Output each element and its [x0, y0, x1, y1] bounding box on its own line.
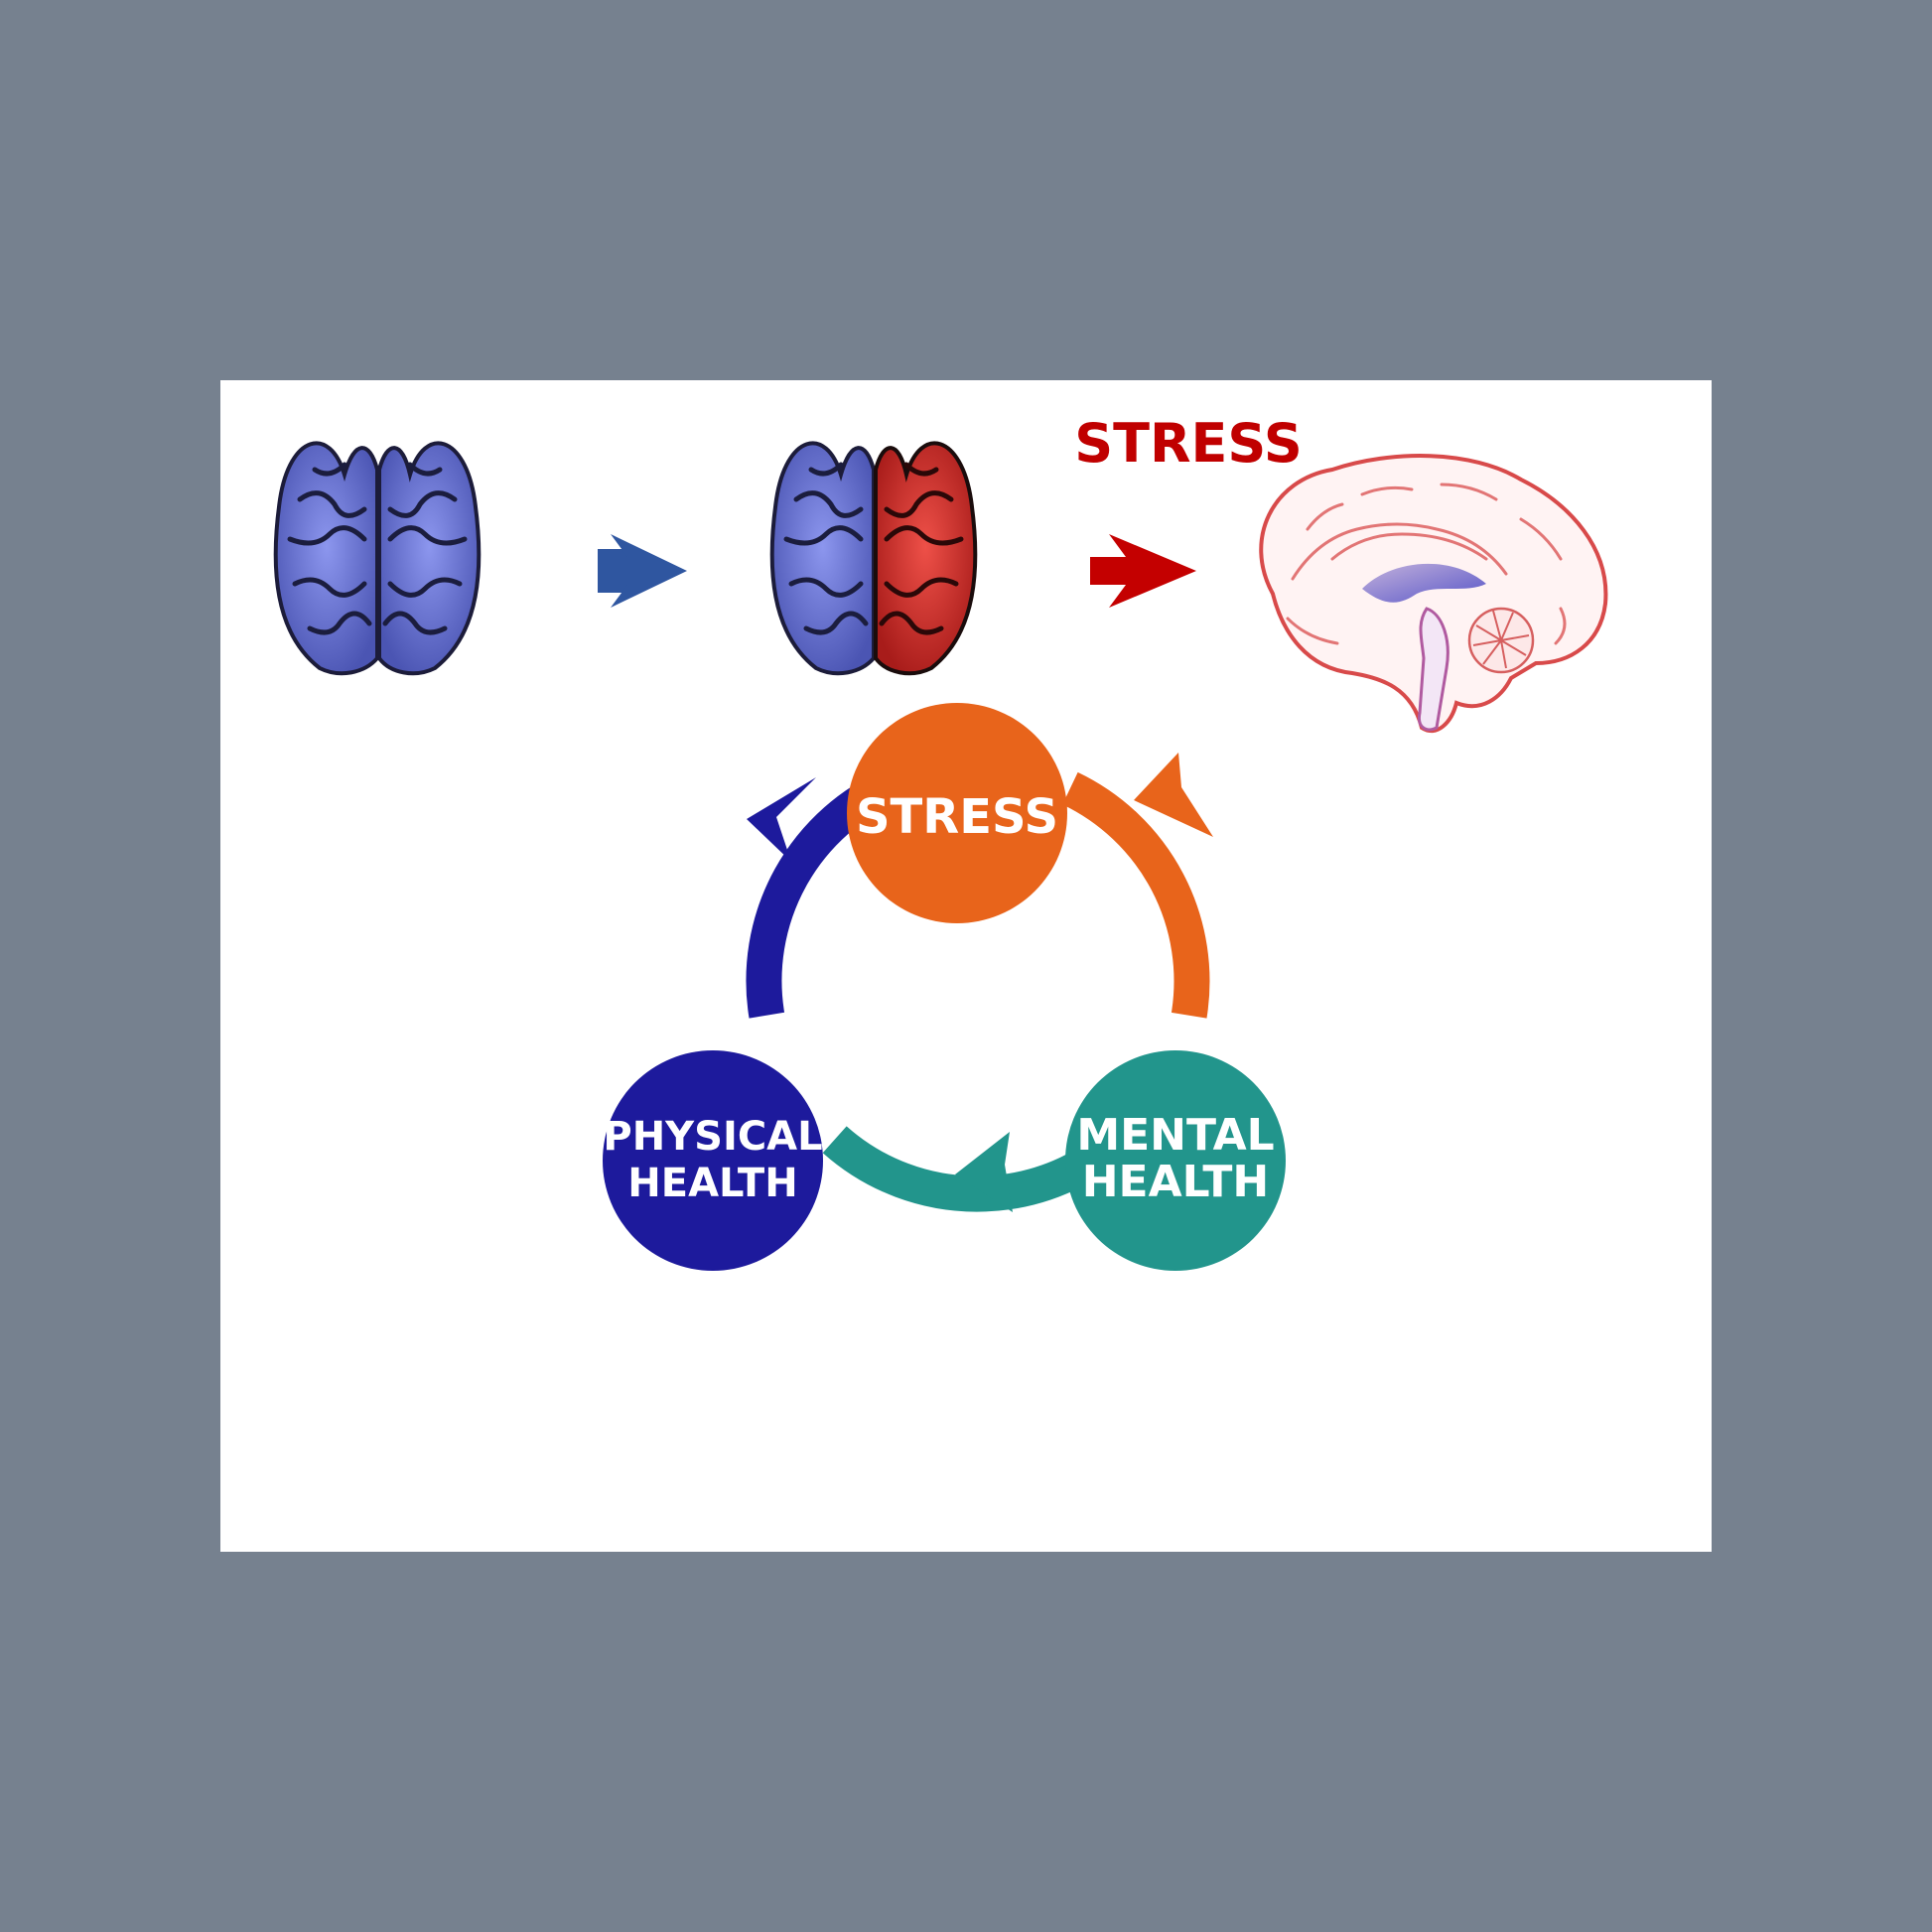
- red-arrow-icon: [1090, 534, 1196, 608]
- stress-node: STRESS: [847, 703, 1067, 923]
- mental-health-label-line2: HEALTH: [1082, 1157, 1270, 1207]
- physical-health-label-line2: HEALTH: [627, 1161, 797, 1206]
- mental-health-node: MENTAL HEALTH: [1065, 1050, 1286, 1271]
- diagram-card: STRESS: [220, 380, 1712, 1552]
- physical-health-node: PHYSICAL HEALTH: [603, 1050, 823, 1271]
- half-red-brain-icon: [769, 441, 978, 676]
- arrowhead-teal-icon: [955, 1132, 1013, 1212]
- mental-health-label-line1: MENTAL: [1076, 1110, 1274, 1161]
- blue-brain-icon: [273, 441, 482, 676]
- sagittal-brain-icon: [1259, 454, 1608, 734]
- stress-to-mental-arc: [1061, 771, 1210, 1019]
- stress-node-label: STRESS: [856, 789, 1058, 845]
- arrowhead-navy-icon: [747, 777, 816, 862]
- stress-diagram: STRESS: [273, 412, 1608, 1271]
- arrowhead-orange-icon: [1134, 753, 1213, 837]
- stress-label: STRESS: [1074, 412, 1303, 475]
- physical-health-label-line1: PHYSICAL: [603, 1114, 822, 1160]
- blue-arrow-head: [598, 534, 687, 608]
